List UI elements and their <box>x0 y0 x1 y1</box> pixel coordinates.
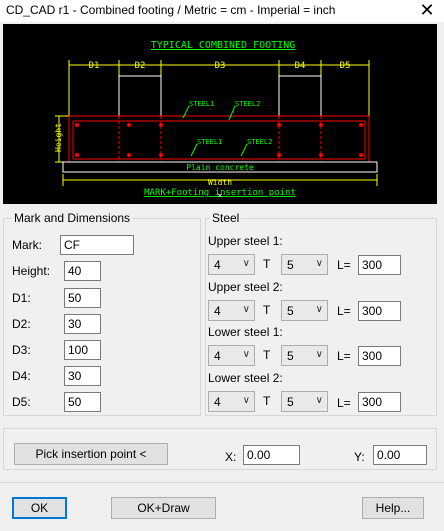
upper-steel-1-length-input[interactable] <box>358 255 401 275</box>
lower-steel-1-l-label: L= <box>337 349 351 363</box>
chevron-down-icon: ∨ <box>315 349 323 360</box>
lower-steel-1-count-select[interactable]: 4 ∨ <box>208 345 255 366</box>
height-input[interactable] <box>64 261 101 281</box>
lower-steel-2-diameter-value: 5 <box>287 395 294 409</box>
dim-d5: D5 <box>340 61 351 71</box>
footing-preview: TYPICAL COMBINED FOOTING D1 D2 D3 D4 D5 <box>3 24 437 204</box>
steel-group <box>205 218 437 416</box>
x-label: X: <box>225 450 237 464</box>
width-label: Width <box>208 178 232 187</box>
y-label: Y: <box>354 450 365 464</box>
plain-concrete-layer <box>62 161 378 173</box>
lower-steel-1-count-value: 4 <box>214 349 221 363</box>
lower-steel-2-label: Lower steel 2: <box>208 371 283 385</box>
steel-label-upper-1: STEEL1 <box>189 100 214 108</box>
lower-steel-2-count-value: 4 <box>214 395 221 409</box>
chevron-down-icon: ∨ <box>315 304 323 315</box>
d3-input[interactable] <box>64 340 101 360</box>
d1-input[interactable] <box>64 288 101 308</box>
ok-button[interactable]: OK <box>12 497 67 519</box>
d1-label: D1: <box>12 291 31 305</box>
dimension-lines <box>55 60 378 186</box>
d2-input[interactable] <box>64 314 101 334</box>
steel-label-lower-1: STEEL1 <box>197 138 222 146</box>
lower-steel-1-t-label: T <box>263 348 271 362</box>
lower-steel-1-diameter-select[interactable]: 5 ∨ <box>281 345 328 366</box>
d2-label: D2: <box>12 317 31 331</box>
footer-divider <box>0 482 444 483</box>
rebar-dots <box>75 123 363 157</box>
upper-steel-1-label: Upper steel 1: <box>208 234 283 248</box>
upper-steel-1-t-label: T <box>263 257 271 271</box>
d4-label: D4: <box>12 369 31 383</box>
dim-d3: D3 <box>215 61 226 71</box>
d3-label: D3: <box>12 343 31 357</box>
chevron-down-icon: ∨ <box>315 258 323 269</box>
upper-steel-2-count-value: 4 <box>214 304 221 318</box>
footing-drawing: TYPICAL COMBINED FOOTING D1 D2 D3 D4 D5 <box>54 40 378 200</box>
upper-steel-2-length-input[interactable] <box>358 301 401 321</box>
lower-steel-1-diameter-value: 5 <box>287 349 294 363</box>
help-button[interactable]: Help... <box>362 497 424 519</box>
insertion-point-label: MARK+Footing insertion point <box>144 188 296 198</box>
height-label: Height <box>54 123 63 152</box>
chevron-down-icon: ∨ <box>315 395 323 406</box>
insertion-point-group <box>3 428 437 470</box>
steel-label-upper-2: STEEL2 <box>235 100 260 108</box>
dim-d1: D1 <box>89 61 100 71</box>
d4-input[interactable] <box>64 366 101 386</box>
upper-steel-1-l-label: L= <box>337 258 351 272</box>
plain-concrete-label: Plain concrete <box>186 163 254 172</box>
chevron-down-icon: ∨ <box>242 258 250 269</box>
steel-legend: Steel <box>210 211 242 225</box>
chevron-down-icon: ∨ <box>242 395 250 406</box>
window-title: CD_CAD r1 - Combined footing / Metric = … <box>6 3 336 17</box>
drawing-title: TYPICAL COMBINED FOOTING <box>151 40 296 51</box>
ok-draw-button[interactable]: OK+Draw <box>111 497 216 519</box>
lower-steel-1-length-input[interactable] <box>358 346 401 366</box>
lower-steel-2-t-label: T <box>263 394 271 408</box>
title-bar: CD_CAD r1 - Combined footing / Metric = … <box>0 0 444 22</box>
mark-input[interactable] <box>60 235 134 255</box>
upper-steel-2-label: Upper steel 2: <box>208 280 283 294</box>
dim-d4: D4 <box>295 61 306 71</box>
x-coordinate-input[interactable] <box>243 445 300 465</box>
upper-steel-2-l-label: L= <box>337 304 351 318</box>
lower-steel-2-count-select[interactable]: 4 ∨ <box>208 391 255 412</box>
dimension-labels: D1 D2 D3 D4 D5 Height Width <box>54 61 350 187</box>
mark-dimensions-legend: Mark and Dimensions <box>12 211 133 225</box>
d5-input[interactable] <box>64 392 101 412</box>
upper-steel-1-diameter-select[interactable]: 5 ∨ <box>281 254 328 275</box>
lower-steel-1-label: Lower steel 1: <box>208 325 283 339</box>
upper-steel-2-count-select[interactable]: 4 ∨ <box>208 300 255 321</box>
y-coordinate-input[interactable] <box>373 445 427 465</box>
steel-labels: STEEL1 STEEL2 STEEL1 STEEL2 <box>189 100 272 146</box>
upper-steel-1-count-value: 4 <box>214 258 221 272</box>
d5-label: D5: <box>12 395 31 409</box>
columns <box>118 75 322 117</box>
upper-steel-1-diameter-value: 5 <box>287 258 294 272</box>
steel-label-lower-2: STEEL2 <box>247 138 272 146</box>
upper-steel-2-diameter-select[interactable]: 5 ∨ <box>281 300 328 321</box>
chevron-down-icon: ∨ <box>242 349 250 360</box>
upper-steel-1-count-select[interactable]: 4 ∨ <box>208 254 255 275</box>
lower-steel-2-l-label: L= <box>337 396 351 410</box>
close-icon[interactable]: ✕ <box>419 0 435 20</box>
chevron-down-icon: ∨ <box>242 304 250 315</box>
mark-label: Mark: <box>12 238 42 252</box>
steel-leaders <box>182 105 248 157</box>
lower-steel-2-length-input[interactable] <box>358 392 401 412</box>
dim-d2: D2 <box>135 61 146 71</box>
lower-steel-2-diameter-select[interactable]: 5 ∨ <box>281 391 328 412</box>
upper-steel-2-t-label: T <box>263 303 271 317</box>
upper-steel-2-diameter-value: 5 <box>287 304 294 318</box>
height-field-label: Height: <box>12 264 51 278</box>
insertion-point-marker: × <box>218 191 223 200</box>
pick-insertion-point-button[interactable]: Pick insertion point < <box>14 443 168 465</box>
